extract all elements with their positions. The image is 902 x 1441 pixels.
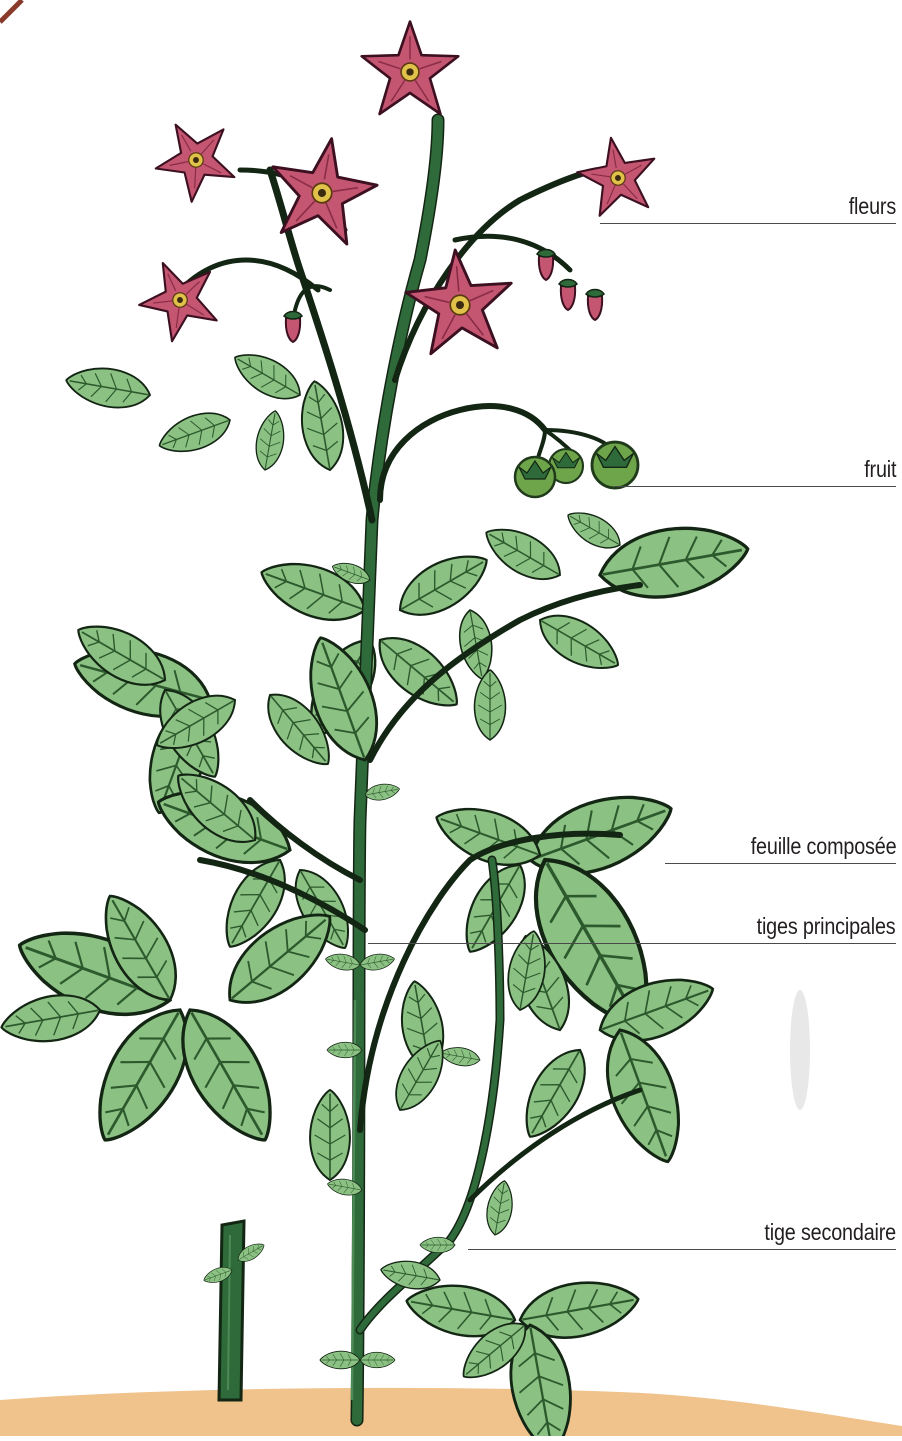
label-main-stems: tiges principales [757,913,896,940]
corner-mark [0,0,22,22]
stems [180,120,640,1420]
label-flowers: fleurs [849,193,896,220]
label-secondary-stem: tige secondaire [764,1219,896,1246]
soil [0,1388,902,1436]
leader-line-fruit [615,486,896,487]
label-compound-leaf: feuille composée [750,833,896,860]
leader-line-secondary-stem [468,1249,896,1250]
leader-line-compound-leaf [665,863,896,864]
short-stem [202,1221,268,1400]
leader-line-main-stems [368,943,896,944]
leader-line-flowers [600,223,896,224]
flowers [127,22,662,356]
label-fruit: fruit [864,456,896,483]
